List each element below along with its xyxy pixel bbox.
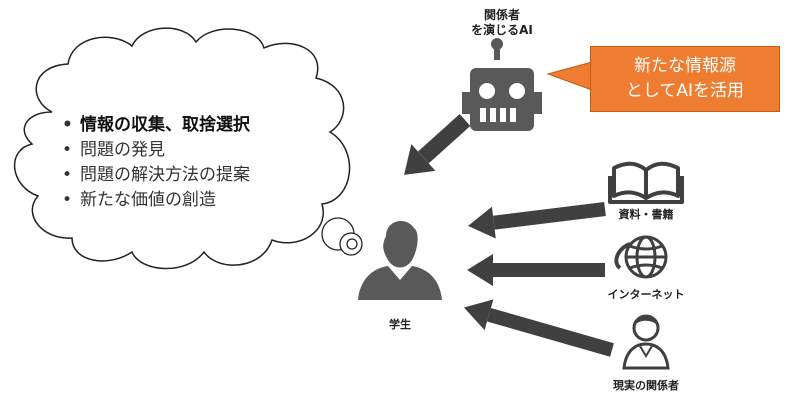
people-label: 現実の関係者 bbox=[613, 379, 679, 392]
thought-item: 問題の解決方法の提案 bbox=[62, 163, 250, 188]
arrow-ai-to-student bbox=[404, 114, 471, 175]
arrow-people-to-student bbox=[463, 299, 614, 357]
ai-label: 関係者 を演じるAI bbox=[462, 8, 542, 38]
callout-box: 新たな情報源 としてAIを活用 bbox=[590, 46, 780, 112]
student-icon bbox=[358, 221, 442, 300]
globe-icon bbox=[614, 235, 668, 279]
arrow-internet-to-student bbox=[467, 254, 605, 286]
books-label: 資料・書籍 bbox=[618, 208, 674, 221]
thought-list: 情報の収集、取捨選択 問題の発見 問題の解決方法の提案 新たな価値の創造 bbox=[62, 113, 250, 213]
arrows bbox=[404, 114, 614, 357]
arrow-books-to-student bbox=[468, 202, 606, 239]
thought-item: 問題の発見 bbox=[62, 138, 250, 163]
student-label: 学生 bbox=[389, 318, 411, 331]
callout-pointer bbox=[546, 61, 593, 91]
robot-icon bbox=[462, 38, 542, 131]
thought-item: 情報の収集、取捨選択 bbox=[62, 113, 250, 138]
callout-line2: としてAIを活用 bbox=[625, 81, 745, 101]
ai-label-line1: 関係者 bbox=[483, 8, 520, 22]
callout-line1: 新たな情報源 bbox=[634, 56, 736, 76]
person-icon bbox=[622, 314, 670, 370]
internet-label: インターネット bbox=[607, 288, 685, 301]
book-icon bbox=[608, 161, 684, 204]
thought-dots bbox=[321, 217, 363, 256]
ai-label-line2: を演じるAI bbox=[471, 23, 533, 37]
thought-item: 新たな価値の創造 bbox=[62, 188, 250, 213]
